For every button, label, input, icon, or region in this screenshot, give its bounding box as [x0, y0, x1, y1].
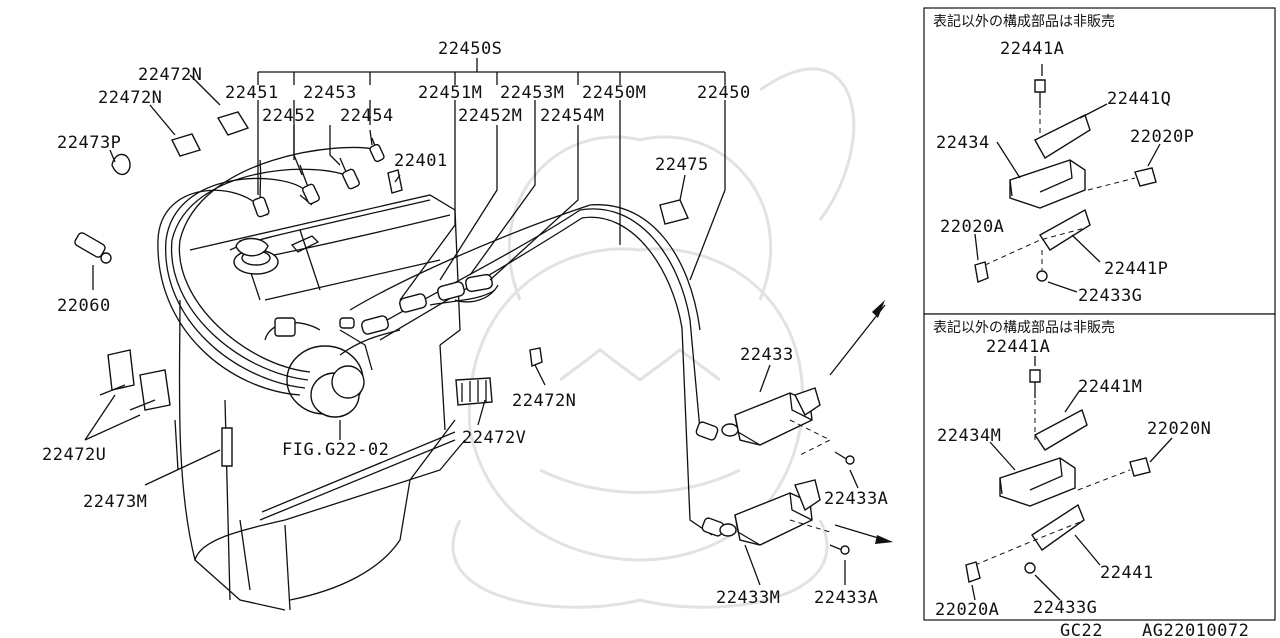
inset-bottom-22434M[interactable]: 22434M	[937, 426, 1001, 446]
label-22473M[interactable]: 22473M	[83, 492, 147, 512]
direction-arrows	[829, 300, 893, 544]
inset-top-22441P[interactable]: 22441P	[1104, 259, 1168, 279]
inset-top-22441Q[interactable]: 22441Q	[1107, 89, 1171, 109]
label-22454M[interactable]: 22454M	[540, 106, 604, 126]
inset-top-note: 表記以外の構成部品は非販売	[933, 13, 1115, 30]
engine-block	[174, 194, 466, 611]
inset-bottom-22020N[interactable]: 22020N	[1147, 419, 1211, 439]
label-22451M[interactable]: 22451M	[418, 83, 482, 103]
inset-bottom-22020A[interactable]: 22020A	[935, 600, 999, 620]
inset-bottom-22433G[interactable]: 22433G	[1033, 598, 1097, 618]
label-22472N-top[interactable]: 22472N	[138, 65, 202, 85]
label-22433[interactable]: 22433	[740, 345, 794, 365]
label-22472N-second[interactable]: 22472N	[98, 88, 162, 108]
label-22433A-lower[interactable]: 22433A	[814, 588, 878, 608]
label-22433M[interactable]: 22433M	[716, 588, 780, 608]
inset-bottom-22441M[interactable]: 22441M	[1078, 377, 1142, 397]
inset-top-22020A[interactable]: 22020A	[940, 217, 1004, 237]
inset-bottom-note: 表記以外の構成部品は非販売	[933, 319, 1115, 336]
inset-bottom-22441[interactable]: 22441	[1100, 563, 1154, 583]
label-22450S[interactable]: 22450S	[438, 39, 502, 59]
set-bracket	[257, 58, 726, 85]
distributor	[264, 317, 401, 418]
label-22451[interactable]: 22451	[225, 83, 279, 103]
coil-cables	[349, 204, 725, 537]
label-22060[interactable]: 22060	[57, 296, 111, 316]
part-labels: 22450S 22472N 22472N 22451 22453 22451M …	[42, 39, 888, 608]
inset-top-22020P[interactable]: 22020P	[1130, 127, 1194, 147]
ignition-coil-lower	[719, 479, 831, 546]
inset-top-22441A[interactable]: 22441A	[1000, 39, 1064, 59]
label-22433A-upper[interactable]: 22433A	[824, 489, 888, 509]
coil-screws	[829, 451, 855, 555]
footer-diagram-code: AG22010072	[1142, 621, 1249, 638]
label-22450M[interactable]: 22450M	[582, 83, 646, 103]
label-22472N-mid[interactable]: 22472N	[512, 391, 576, 411]
label-22452M[interactable]: 22452M	[458, 106, 522, 126]
label-22452[interactable]: 22452	[262, 106, 316, 126]
label-22475[interactable]: 22475	[655, 155, 709, 175]
inset-top-22434[interactable]: 22434	[936, 133, 990, 153]
footer-codes: GC22 AG22010072	[1060, 621, 1249, 638]
label-22450[interactable]: 22450	[697, 83, 751, 103]
label-22453[interactable]: 22453	[303, 83, 357, 103]
leader-lines	[84, 74, 859, 586]
label-22453M[interactable]: 22453M	[500, 83, 564, 103]
label-22472U[interactable]: 22472U	[42, 445, 106, 465]
inset-top-22433G[interactable]: 22433G	[1078, 286, 1142, 306]
label-22473P[interactable]: 22473P	[57, 133, 121, 153]
footer-group-code: GC22	[1060, 621, 1103, 638]
inset-bottom-22441A[interactable]: 22441A	[986, 337, 1050, 357]
label-22454[interactable]: 22454	[340, 106, 394, 126]
inset-bottom: 表記以外の構成部品は非販売 22441A 22441M 22434M 22020…	[923, 313, 1276, 621]
ignition-coil-upper	[721, 387, 832, 456]
label-22401[interactable]: 22401	[394, 151, 448, 171]
label-22472V[interactable]: 22472V	[462, 428, 526, 448]
clips-and-sensors	[74, 111, 689, 467]
inset-top: 表記以外の構成部品は非販売 22441A 22441Q 22434 22020P…	[923, 7, 1276, 315]
label-fig-22-02[interactable]: FIG.G22-02	[282, 440, 389, 460]
